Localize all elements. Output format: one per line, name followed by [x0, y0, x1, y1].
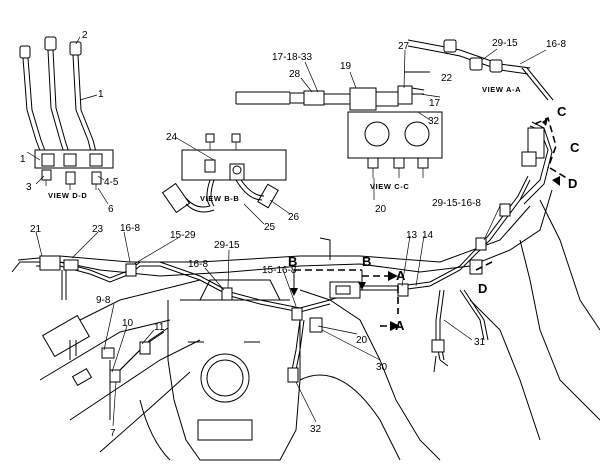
callout-label: 4-5 — [104, 177, 119, 188]
view-b-b-detail — [161, 133, 291, 225]
callout-label: 3 — [26, 182, 32, 193]
view-d-d-title: VIEW D-D — [48, 191, 87, 200]
callout-label: 20 — [375, 204, 387, 215]
view-a-a-title: VIEW A-A — [482, 85, 521, 94]
callout-label: 29-15 — [492, 38, 518, 49]
callout-label: 32 — [428, 116, 440, 127]
callout-label: 1 — [20, 154, 26, 165]
callout-label: 28 — [289, 69, 301, 80]
callout-label: 31 — [474, 337, 486, 348]
callout-label: 27 — [398, 41, 410, 52]
section-letter-c-upper: C — [557, 104, 567, 119]
section-letter-d-upper: D — [568, 176, 577, 191]
callout-label: 19 — [340, 61, 352, 72]
callout-label: 2 — [82, 30, 88, 41]
section-letter-a-lower: A — [395, 318, 405, 333]
callout-labels: 2 1 1 3 4-5 6 24 25 26 17-18-33 28 19 27… — [20, 30, 566, 439]
callout-label: 11 — [154, 322, 165, 333]
callout-label: 16-8 — [188, 259, 208, 270]
callout-label: 17-18-33 — [272, 52, 312, 63]
section-letter-d-lower: D — [478, 281, 487, 296]
callout-label: 6 — [108, 204, 114, 215]
section-indicators — [290, 116, 571, 331]
callout-label: 17 — [429, 98, 441, 109]
callout-label: 32 — [310, 424, 322, 435]
callout-label: 7 — [110, 428, 116, 439]
view-a-a-detail — [407, 39, 554, 101]
callout-label: 14 — [422, 230, 434, 241]
callout-label: 29-15 — [214, 240, 240, 251]
callout-label: 13 — [406, 230, 418, 241]
view-d-d-detail — [19, 36, 114, 205]
view-titles: VIEW D-D VIEW B-B VIEW C-C VIEW A-A — [48, 85, 521, 203]
callout-label: 25 — [264, 222, 276, 233]
section-letter-b-right: B — [362, 254, 371, 269]
callout-label: 20 — [356, 335, 368, 346]
callout-label: 16-8 — [120, 223, 140, 234]
view-b-b-title: VIEW B-B — [200, 194, 239, 203]
callout-label: 24 — [166, 132, 178, 143]
callout-label: 15-16-8 — [262, 265, 297, 276]
callout-label: 22 — [441, 73, 453, 84]
callout-label: 21 — [30, 224, 42, 235]
callout-label: 26 — [288, 212, 300, 223]
callout-label: 23 — [92, 224, 104, 235]
callout-label: 30 — [376, 362, 388, 373]
view-c-c-title: VIEW C-C — [370, 182, 409, 191]
callout-label: 15-29 — [170, 230, 196, 241]
section-letter-a-upper: A — [396, 268, 406, 283]
callout-label: 29-15-16-8 — [432, 198, 481, 209]
section-letters: B B A A C C D D — [288, 104, 580, 333]
section-letter-c-lower: C — [570, 140, 580, 155]
callout-label: 9-8 — [96, 295, 111, 306]
view-c-c-detail — [235, 49, 443, 200]
callout-label: 10 — [122, 318, 134, 329]
section-letter-b-left: B — [288, 254, 297, 269]
callout-label: 1 — [98, 89, 104, 100]
callout-label: 16-8 — [546, 39, 566, 50]
